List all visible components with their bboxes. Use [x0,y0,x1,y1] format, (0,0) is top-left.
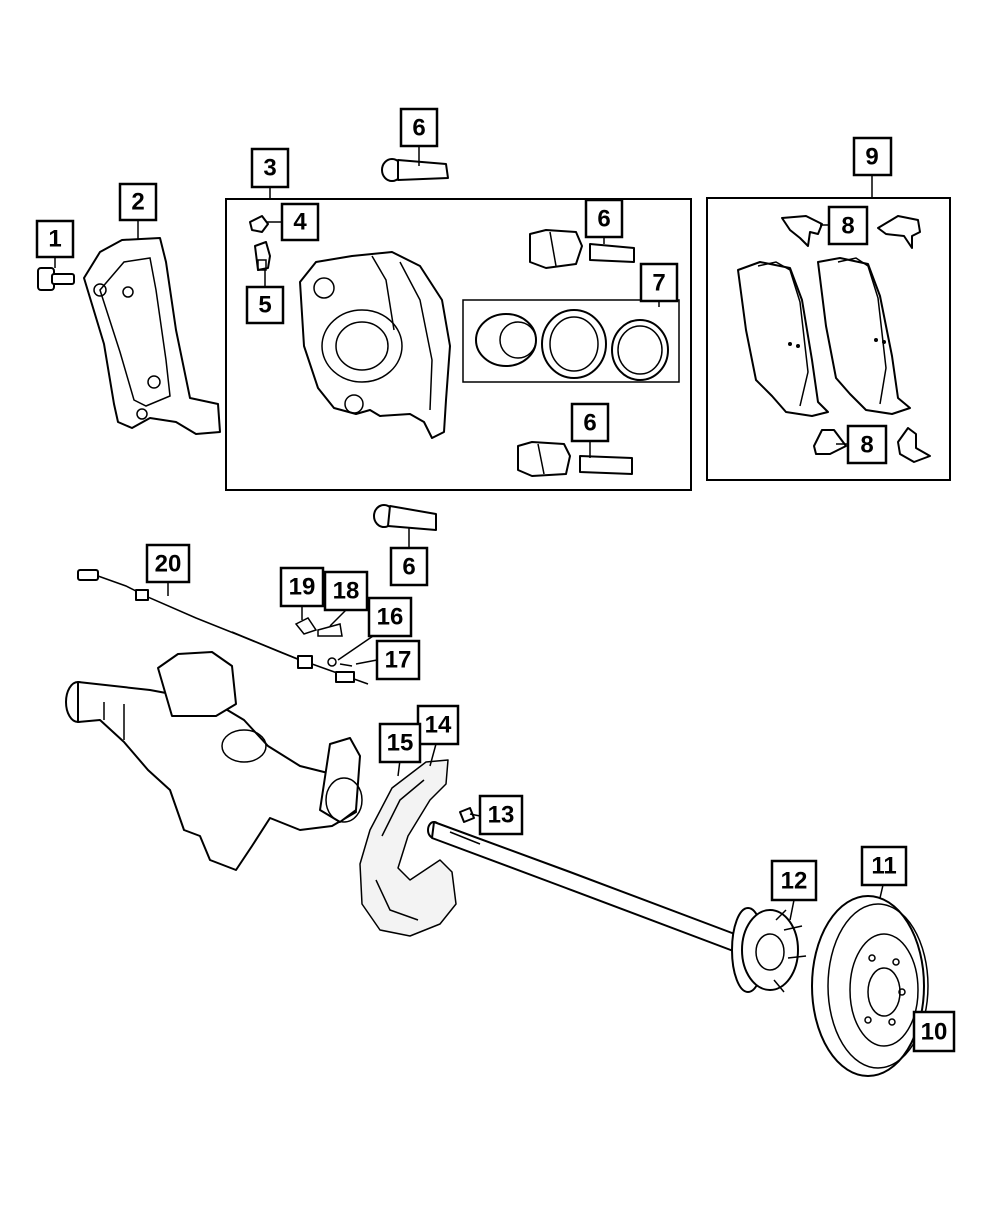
svg-text:12: 12 [781,868,808,895]
svg-text:19: 19 [289,574,316,601]
part-dust-shield [359,759,457,937]
callout-3[interactable]: 3 [250,147,290,189]
callout-9[interactable]: 9 [852,136,893,177]
part-pad-clips-lower [813,427,931,463]
svg-text:8: 8 [860,432,873,459]
svg-text:14: 14 [425,712,452,739]
callout-5[interactable]: 5 [245,285,285,325]
part-pad-clips-upper [781,215,921,249]
callout-16[interactable]: 16 [367,596,413,638]
callout-6-top[interactable]: 6 [399,107,439,148]
svg-text:6: 6 [402,554,415,581]
part-bleeder-screw [254,241,271,271]
part-axle-shaft [427,821,741,953]
callout-6-upper-boot[interactable]: 6 [584,198,624,239]
svg-text:8: 8 [841,213,854,240]
callout-8-lower[interactable]: 8 [846,424,888,465]
part-guide-pin-boot-upper [529,229,635,269]
callout-6-bottom[interactable]: 6 [389,546,429,587]
caliper-assembly-group-box [225,198,692,491]
svg-text:1: 1 [48,226,61,253]
svg-text:6: 6 [412,115,425,142]
part-bolt [37,267,75,291]
callout-10[interactable]: 10 [912,1010,956,1053]
svg-text:6: 6 [597,206,610,233]
callout-4[interactable]: 4 [280,202,320,242]
callout-7[interactable]: 7 [639,262,679,303]
svg-text:5: 5 [258,292,271,319]
part-rotor [811,895,929,1077]
callout-18[interactable]: 18 [323,570,369,612]
svg-text:11: 11 [871,853,896,880]
svg-text:20: 20 [155,551,182,578]
svg-text:16: 16 [377,604,404,631]
callout-17[interactable]: 17 [375,639,421,681]
callout-20[interactable]: 20 [145,543,191,584]
part-brake-pads [737,257,911,417]
part-shield-bolt [459,807,475,823]
part-caliper-housing [299,251,451,439]
part-axle-housing [65,651,363,871]
part-caliper-bracket [83,237,221,435]
svg-text:7: 7 [652,270,665,297]
svg-text:13: 13 [488,802,515,829]
callout-13[interactable]: 13 [478,794,524,836]
svg-text:2: 2 [131,189,144,216]
callout-12[interactable]: 12 [770,859,818,902]
part-hardware-small [294,617,353,667]
svg-text:17: 17 [385,647,412,674]
svg-text:15: 15 [387,730,414,757]
callout-19[interactable]: 19 [279,566,325,608]
callout-2[interactable]: 2 [118,182,158,222]
svg-text:9: 9 [865,144,878,171]
part-bleeder-cap [249,215,269,233]
callout-15[interactable]: 15 [378,722,422,764]
svg-text:18: 18 [333,578,360,605]
callout-6-lower-boot[interactable]: 6 [570,402,610,443]
svg-text:3: 3 [263,155,276,182]
svg-text:10: 10 [921,1019,948,1046]
callout-1[interactable]: 1 [35,219,75,259]
callout-11[interactable]: 11 [860,845,908,887]
callout-14[interactable]: 14 [416,704,460,746]
part-guide-pin-lower [373,504,437,531]
leader-lines [54,146,939,1025]
piston-seal-kit-group-box [462,299,680,383]
part-guide-pin-upper [381,158,449,182]
brake-pad-kit-group-box [706,197,951,481]
part-hub-bearing [731,907,807,993]
svg-text:4: 4 [293,209,307,236]
part-parking-brake-cable [77,569,369,685]
callout-8-upper[interactable]: 8 [827,205,869,246]
part-piston-seal-kit [475,309,669,381]
part-guide-pin-boot-lower [517,441,633,477]
svg-text:6: 6 [583,410,596,437]
